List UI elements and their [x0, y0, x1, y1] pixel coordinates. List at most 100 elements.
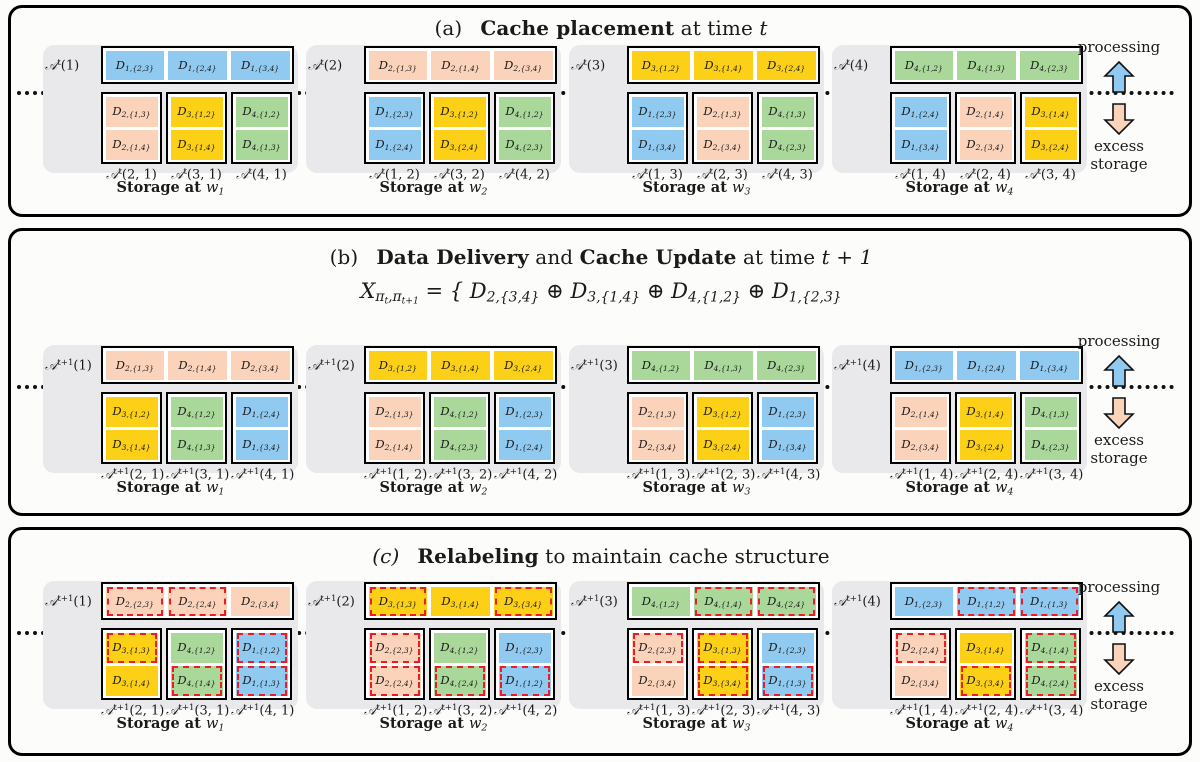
- data-chunk: D4,{1,3}: [694, 350, 753, 380]
- cache-key-bottom: 𝒜t+1(2, 3): [692, 467, 756, 483]
- down-arrow-icon: [1103, 643, 1135, 676]
- legend-excess-label: excess: [1093, 431, 1144, 450]
- excess-storage-box: D4,{1,2}D4,{2,4}: [429, 628, 490, 700]
- storage-label-w4: Storage at w4: [905, 715, 1014, 734]
- cache-key-bottom: 𝒜t(3, 1): [171, 167, 222, 183]
- data-chunk: D2,{1,3}: [105, 96, 158, 127]
- data-chunk: D1,{2,3}: [105, 50, 165, 80]
- data-chunk: D3,{2,4}: [696, 429, 749, 460]
- cache-key-bottom: 𝒜t+1(3, 1): [166, 703, 230, 719]
- data-chunk: D2,{1,3}: [631, 396, 684, 427]
- excess-storage-box: D4,{1,3}D4,{2,3}: [757, 92, 818, 164]
- data-chunk-relabeled: D4,{1,4}: [694, 586, 753, 616]
- panel-a-title: (a)Cache placement at time t: [434, 16, 768, 40]
- cache-key-bottom: 𝒜t(4, 1): [236, 167, 287, 183]
- data-chunk-relabeled: D1,{1,3}: [1019, 586, 1079, 616]
- cache-key-top: 𝒜t(4): [834, 58, 869, 74]
- data-chunk: D3,{1,4}: [959, 396, 1012, 427]
- excess-storage-box: D1,{2,4}D1,{3,4}: [890, 92, 951, 164]
- cache-key-top: 𝒜t+1(3): [571, 358, 618, 374]
- cache-key-top: 𝒜t(2): [308, 58, 343, 74]
- cache-key-bottom: 𝒜t+1(4, 2): [494, 703, 558, 719]
- excess-storage-box: D3,{1,2}D3,{1,4}: [166, 92, 227, 164]
- data-chunk: D2,{1,4}: [431, 50, 490, 80]
- up-arrow-icon: [1103, 601, 1135, 634]
- excess-storage-box: D3,{1,4}D3,{3,4}: [955, 628, 1016, 700]
- data-chunk-relabeled: D4,{2,4}: [1024, 665, 1077, 696]
- data-chunk-relabeled: D3,{3,4}: [696, 665, 749, 696]
- cache-key-bottom: 𝒜t(3, 4): [1025, 167, 1076, 183]
- cache-key-bottom: 𝒜t+1(3, 4): [1020, 703, 1084, 719]
- processing-cache-box: D4,{1,2}D4,{1,4}D4,{2,4}: [627, 582, 820, 620]
- storage-group-w2: 𝒜t(2)D2,{1,3}D2,{1,4}D2,{3,4}D1,{2,3}D1,…: [306, 45, 561, 199]
- cache-key-bottom: 𝒜t+1(2, 4): [955, 703, 1019, 719]
- data-chunk: D1,{2,3}: [368, 96, 421, 127]
- processing-cache-box: D4,{1,2}D4,{1,3}D4,{2,3}: [627, 346, 820, 384]
- data-chunk: D3,{1,4}: [959, 632, 1012, 663]
- cache-key-top: 𝒜t+1(1): [45, 358, 92, 374]
- excess-storage-box: D3,{1,4}D3,{2,4}: [1020, 92, 1081, 164]
- data-chunk: D1,{2,4}: [168, 50, 227, 80]
- data-chunk: D1,{3,4}: [761, 429, 814, 460]
- legend-storage-label: storage: [1090, 694, 1148, 713]
- cache-key-bottom: 𝒜t+1(3, 1): [166, 467, 230, 483]
- cache-key-bottom: 𝒜t+1(4, 3): [757, 703, 821, 719]
- legend-storage-label: storage: [1090, 448, 1148, 467]
- data-chunk: D3,{1,2}: [696, 396, 749, 427]
- data-chunk: D2,{3,4}: [959, 129, 1012, 160]
- processing-cache-box: D3,{1,3}D3,{1,4}D3,{3,4}: [364, 582, 557, 620]
- excess-storage-box: D3,{1,2}D3,{2,4}: [692, 392, 753, 464]
- cache-key-bottom: 𝒜t+1(1, 3): [627, 467, 691, 483]
- data-chunk: D3,{2,4}: [493, 350, 553, 380]
- data-chunk: D4,{2,3}: [1019, 50, 1079, 80]
- cache-key-top: 𝒜t+1(2): [308, 358, 355, 374]
- data-chunk: D2,{1,3}: [696, 96, 749, 127]
- storage-label-w4: Storage at w4: [905, 179, 1014, 198]
- cache-key-bottom: 𝒜t+1(3, 2): [429, 467, 493, 483]
- panel-b: (b)Data Delivery and Cache Update at tim…: [8, 228, 1192, 516]
- data-chunk: D3,{1,4}: [105, 665, 158, 696]
- legend-excess-label: excess: [1093, 137, 1144, 156]
- data-chunk: D4,{2,3}: [433, 429, 486, 460]
- excess-storage-box: D4,{1,2}D4,{1,3}: [231, 92, 292, 164]
- data-chunk: D1,{2,4}: [498, 429, 551, 460]
- data-chunk-relabeled: D3,{1,3}: [368, 586, 428, 616]
- data-chunk-relabeled: D2,{2,3}: [368, 632, 421, 663]
- storage-group-w3: 𝒜t+1(3)D4,{1,2}D4,{1,4}D4,{2,4}D2,{2,3}D…: [569, 581, 824, 735]
- data-chunk: D4,{1,2}: [631, 350, 691, 380]
- data-chunk: D4,{1,2}: [631, 586, 691, 616]
- data-chunk: D2,{1,4}: [105, 129, 158, 160]
- excess-storage-box: D2,{1,3}D2,{3,4}: [692, 92, 753, 164]
- legend-processing-label: processing: [1077, 38, 1161, 56]
- panel-b-title: (b)Data Delivery and Cache Update at tim…: [329, 245, 873, 269]
- data-chunk: D3,{1,2}: [368, 350, 428, 380]
- data-chunk-relabeled: D1,{1,2}: [498, 665, 551, 696]
- excess-storage-box: D3,{1,2}D3,{1,4}: [101, 392, 162, 464]
- data-chunk: D4,{2,3}: [498, 129, 551, 160]
- cache-key-bottom: 𝒜t+1(1, 4): [890, 703, 954, 719]
- storage-label-w2: Storage at w2: [379, 715, 488, 734]
- data-chunk: D4,{1,2}: [433, 396, 486, 427]
- data-chunk-relabeled: D3,{1,3}: [105, 632, 158, 663]
- storage-group-w4: 𝒜t+1(4)D1,{2,3}D1,{1,2}D1,{1,3}D2,{2,4}D…: [832, 581, 1087, 735]
- data-chunk: D3,{1,4}: [1024, 96, 1077, 127]
- excess-storage-box: D1,{2,3}D1,{1,3}: [757, 628, 818, 700]
- cache-key-bottom: 𝒜t(1, 4): [895, 167, 946, 183]
- storage-group-w1: 𝒜t+1(1)D2,{1,3}D2,{1,4}D2,{3,4}D3,{1,2}D…: [43, 345, 298, 499]
- excess-storage-box: D3,{1,3}D3,{3,4}: [692, 628, 753, 700]
- panel-tag: (c): [372, 544, 400, 568]
- data-chunk: D4,{1,2}: [170, 632, 223, 663]
- data-chunk-relabeled: D1,{1,3}: [761, 665, 814, 696]
- data-chunk: D3,{1,4}: [431, 350, 490, 380]
- excess-storage-box: D4,{1,2}D4,{2,3}: [494, 92, 555, 164]
- cache-key-bottom: 𝒜t+1(1, 2): [364, 703, 428, 719]
- data-chunk: D1,{2,3}: [894, 586, 954, 616]
- data-chunk-relabeled: D1,{1,3}: [235, 665, 288, 696]
- data-chunk: D2,{3,4}: [894, 429, 947, 460]
- data-chunk-relabeled: D4,{2,4}: [756, 586, 816, 616]
- processing-cache-box: D2,{1,3}D2,{1,4}D2,{3,4}: [364, 46, 557, 84]
- panel-c: (c)Relabeling to maintain cache structur…: [8, 527, 1192, 756]
- data-chunk: D2,{1,4}: [168, 350, 227, 380]
